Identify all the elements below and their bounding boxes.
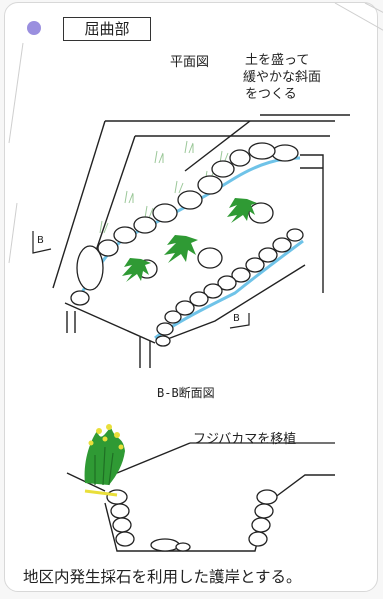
footer-caption: 地区内発生採石を利用した護岸とする。 — [23, 568, 302, 586]
plan-outline — [52, 114, 350, 368]
plant-note-label: フジバカマを移植 — [193, 432, 297, 447]
plan-note-line-3: をつくる — [245, 87, 297, 102]
background-map-lines — [8, 3, 383, 264]
lower-stone-row — [155, 228, 304, 347]
section-marker-arrows — [32, 231, 250, 329]
grass-strokes — [99, 140, 229, 234]
fujibakama-plant — [84, 424, 125, 497]
section-stones — [106, 489, 278, 552]
diagram-panel: 屈曲部 平面図 土を盛って 緩やかな斜面 をつくる B B B-B断面図 フジバ… — [4, 2, 383, 592]
section-view-title: B-B断面図 — [157, 386, 215, 400]
tag-label: 屈曲部 — [63, 17, 151, 41]
plan-note-line-2: 緩やかな斜面 — [243, 70, 322, 85]
section-marker-b-left: B — [37, 235, 44, 246]
plan-plants — [122, 198, 257, 282]
plan-view-title: 平面図 — [170, 55, 210, 70]
tag-dot — [27, 21, 41, 35]
plan-note-line-1: 土を盛って — [245, 53, 310, 68]
diagram-artwork — [8, 3, 383, 552]
upper-stone-row — [70, 142, 299, 306]
section-marker-b-right: B — [233, 313, 240, 324]
